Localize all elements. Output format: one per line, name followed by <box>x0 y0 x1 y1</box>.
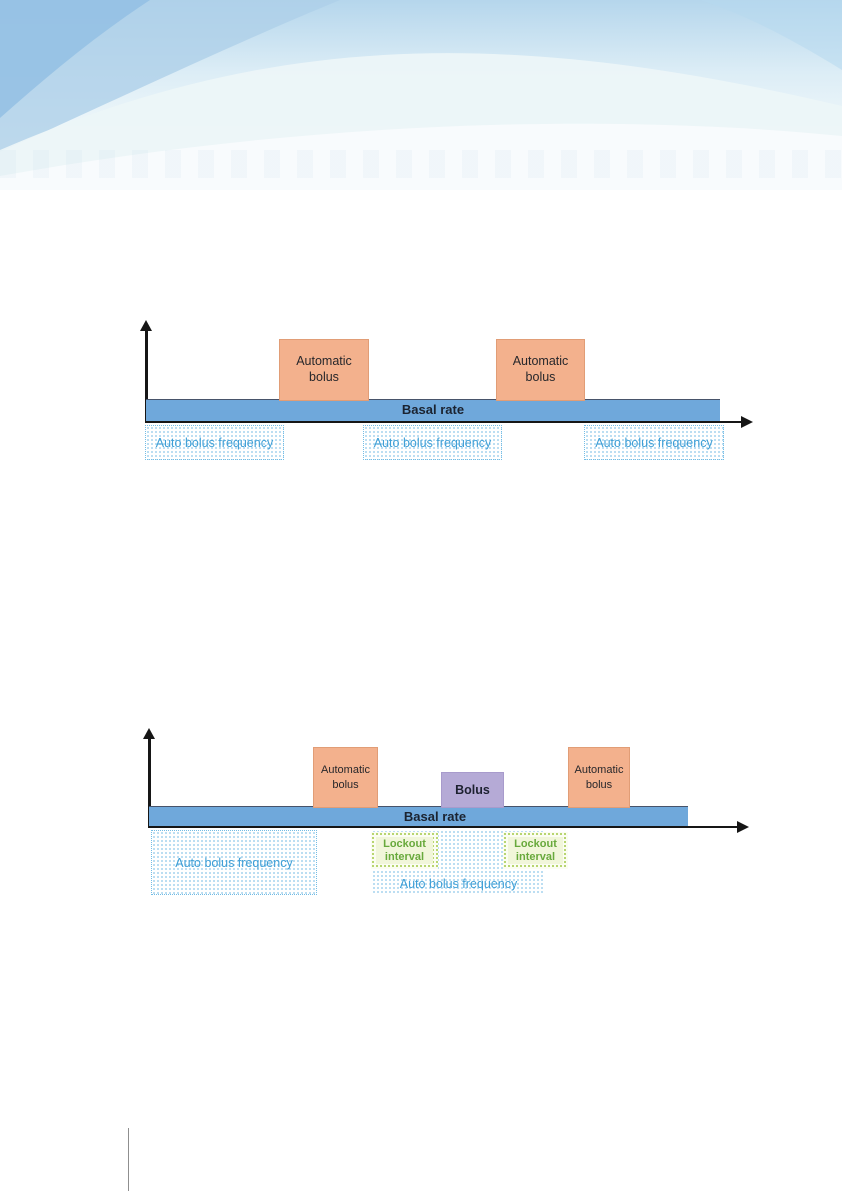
header-wave-decoration <box>0 0 842 190</box>
x-axis <box>148 825 739 828</box>
auto-bolus-frequency-box: Auto bolus frequency <box>584 425 724 460</box>
header-texture-band <box>0 150 842 178</box>
basal-rate-bar <box>149 806 688 828</box>
automatic-bolus-box: Automatic bolus <box>279 339 369 401</box>
auto-bolus-frequency-label: Auto bolus frequency <box>595 435 713 450</box>
auto-bolus-frequency-label: Auto bolus frequency <box>175 855 293 870</box>
lockout-interval-box: Lockout interval <box>503 832 568 869</box>
automatic-bolus-box: Automatic bolus <box>568 747 630 808</box>
bolus-label: Bolus <box>455 783 490 797</box>
auto-bolus-frequency-box: Auto bolus frequency <box>151 830 317 895</box>
auto-bolus-frequency-label: Auto bolus frequency <box>373 435 492 450</box>
basal-rate-bar <box>146 399 720 422</box>
automatic-bolus-label: Automatic bolus <box>296 354 352 384</box>
y-axis-arrow-icon <box>139 320 152 331</box>
bolus-box: Bolus <box>441 772 504 808</box>
y-axis <box>148 738 151 828</box>
lockout-interval-label: Lockout interval <box>508 837 563 864</box>
auto-bolus-frequency-label: Auto bolus frequency <box>155 435 274 450</box>
y-axis-arrow-icon <box>142 728 155 739</box>
y-axis <box>145 330 148 423</box>
auto-bolus-frequency-box: Auto bolus frequency <box>145 425 284 460</box>
automatic-bolus-label: Automatic bolus <box>574 764 624 791</box>
automatic-bolus-label: Automatic bolus <box>512 354 569 384</box>
x-axis-arrow-icon <box>741 416 753 428</box>
x-axis-arrow-icon <box>737 821 749 833</box>
lockout-interval-label: Lockout interval <box>376 837 433 864</box>
page-margin-rule <box>128 1128 129 1191</box>
basal-rate-label: Basal rate <box>401 402 465 417</box>
auto-bolus-frequency-box: Auto bolus frequency <box>363 425 502 460</box>
auto-bolus-frequency-label: Auto bolus frequency <box>399 877 518 891</box>
x-axis <box>145 420 743 423</box>
automatic-bolus-box: Automatic bolus <box>313 747 378 808</box>
lockout-interval-box: Lockout interval <box>371 832 438 869</box>
automatic-bolus-label: Automatic bolus <box>321 764 370 791</box>
automatic-bolus-box: Automatic bolus <box>496 339 585 401</box>
basal-rate-label: Basal rate <box>403 809 467 824</box>
